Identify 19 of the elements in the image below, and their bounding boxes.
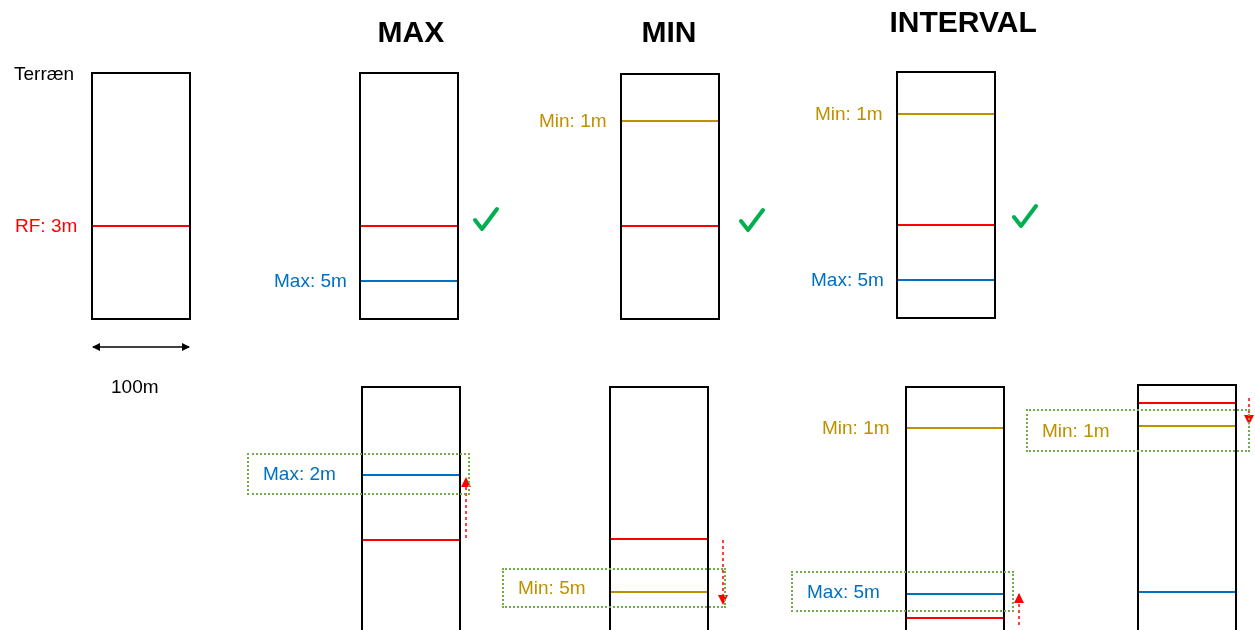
highlight-box xyxy=(791,571,1014,612)
level-label: Max: 2m xyxy=(263,463,336,485)
level-label: Max: 5m xyxy=(807,580,880,603)
column-heading: INTERVAL xyxy=(889,5,1037,39)
level-label: Min: 1m xyxy=(1042,419,1110,442)
level-label: RF: 3m xyxy=(15,215,78,237)
highlight-box xyxy=(1026,409,1250,452)
level-label: Min: 5m xyxy=(518,577,586,599)
level-label: Min: 1m xyxy=(539,110,607,132)
dimension-label: 100m xyxy=(111,376,159,398)
level-label: Terræn xyxy=(14,63,75,85)
level-label: Max: 5m xyxy=(274,270,347,292)
column-heading: MIN xyxy=(641,15,697,49)
column-heading: MAX xyxy=(377,15,445,49)
level-label: Min: 1m xyxy=(822,417,890,439)
highlight-box xyxy=(247,453,470,495)
highlight-box xyxy=(502,568,726,608)
level-label: Max: 5m xyxy=(811,269,884,291)
level-label: Min: 1m xyxy=(815,103,883,125)
